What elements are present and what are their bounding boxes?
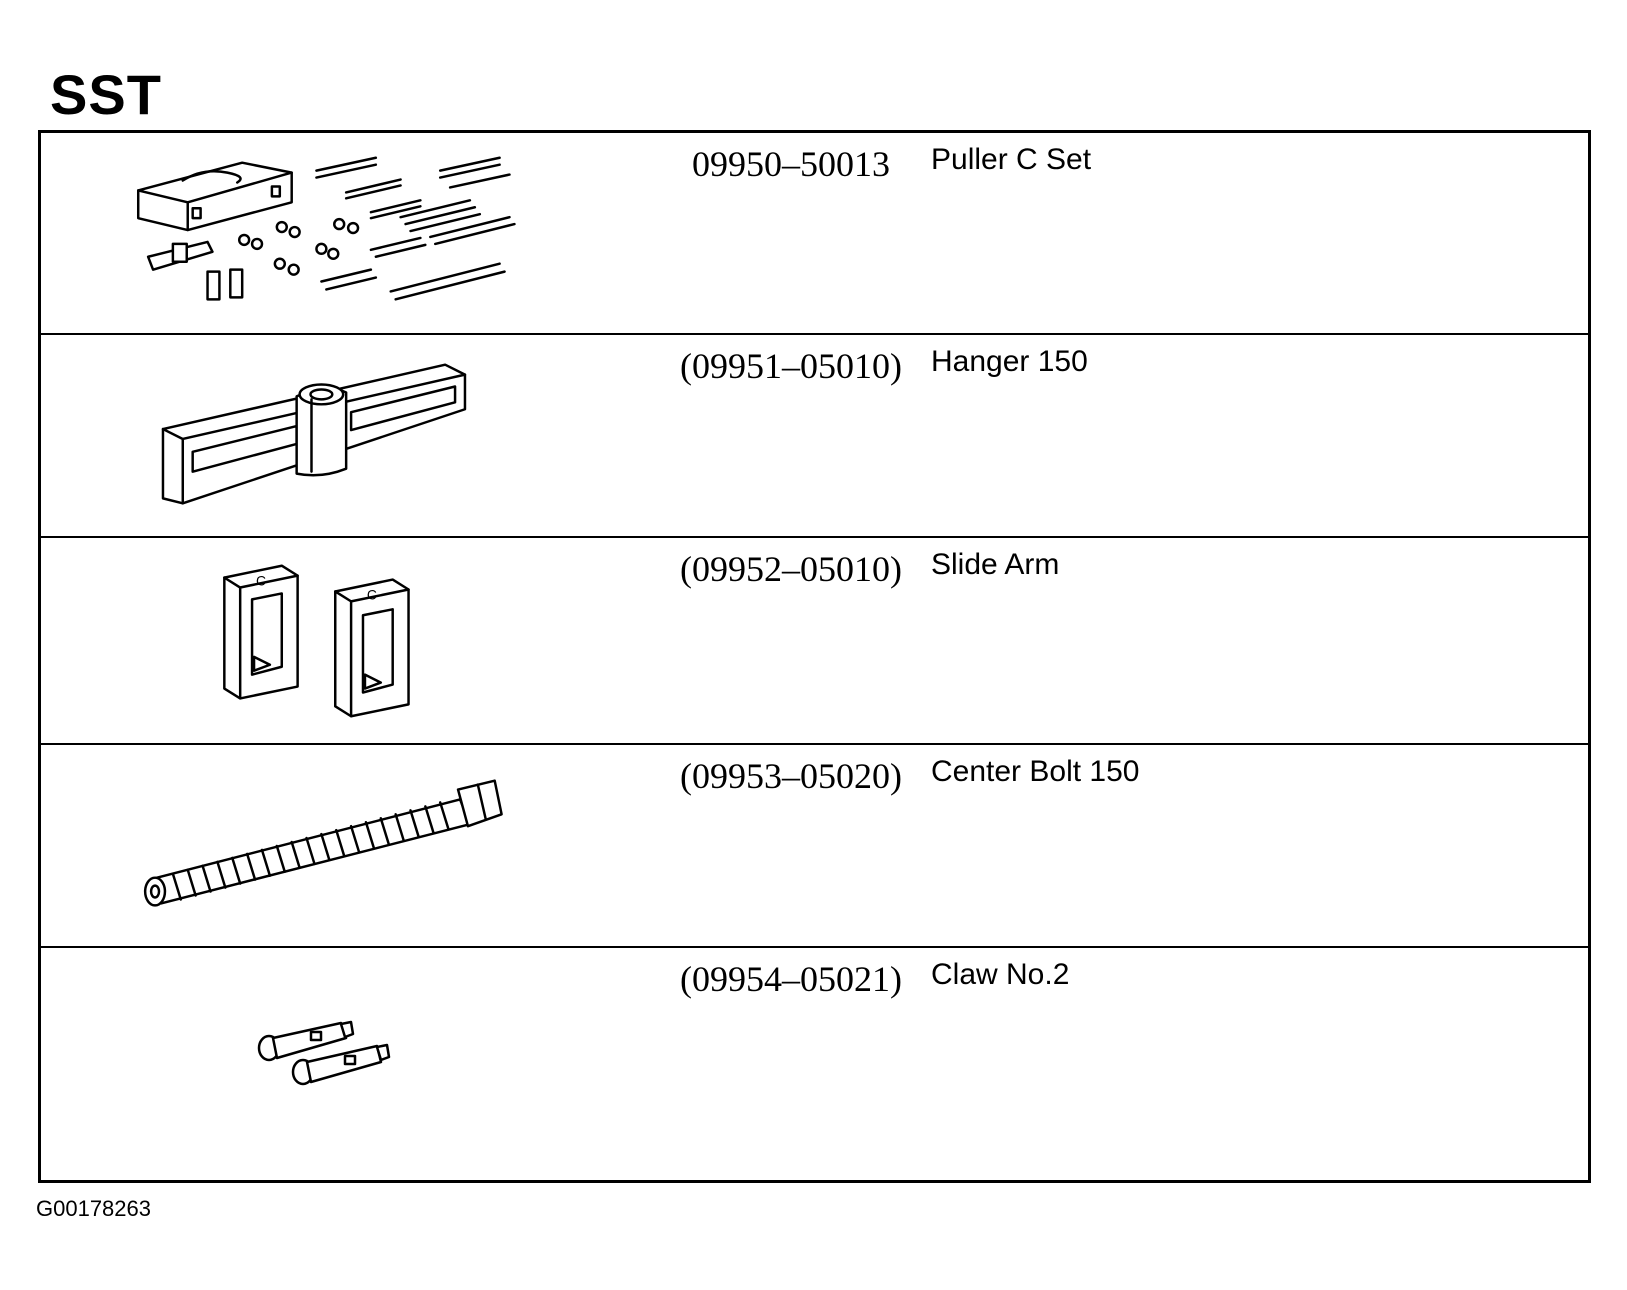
part-number: (09951–05010): [680, 346, 902, 386]
hanger-icon: [41, 335, 681, 536]
part-number: (09954–05021): [680, 959, 902, 999]
tool-name: Claw No.2: [931, 958, 1070, 991]
table-row: C C (09952–05010) Slide Arm: [41, 538, 1588, 745]
svg-text:C: C: [367, 586, 377, 602]
part-number: (09953–05020): [680, 756, 902, 796]
part-number: (09952–05010): [680, 549, 902, 589]
page-title: SST: [50, 63, 162, 126]
table-row: (09954–05021) Claw No.2: [41, 948, 1588, 1180]
table-row: (09953–05020) Center Bolt 150: [41, 745, 1588, 948]
center-bolt-icon: [41, 745, 681, 946]
sst-tool-table: 09950–50013 Puller C Set (09951–05010) H…: [38, 130, 1591, 1183]
figure-code: G00178263: [36, 1196, 151, 1221]
part-number: 09950–50013: [692, 144, 890, 184]
tool-name: Puller C Set: [931, 143, 1092, 176]
c-mark-icon: C: [256, 573, 266, 589]
table-row: 09950–50013 Puller C Set: [41, 133, 1588, 335]
claw-icon: [41, 948, 681, 1180]
tool-name: Hanger 150: [931, 345, 1088, 378]
table-row: (09951–05010) Hanger 150: [41, 335, 1588, 538]
slide-arm-icon: C C: [41, 538, 681, 743]
tool-name: Slide Arm: [931, 548, 1060, 581]
puller-c-set-icon: [41, 133, 681, 333]
tool-name: Center Bolt 150: [931, 755, 1140, 788]
